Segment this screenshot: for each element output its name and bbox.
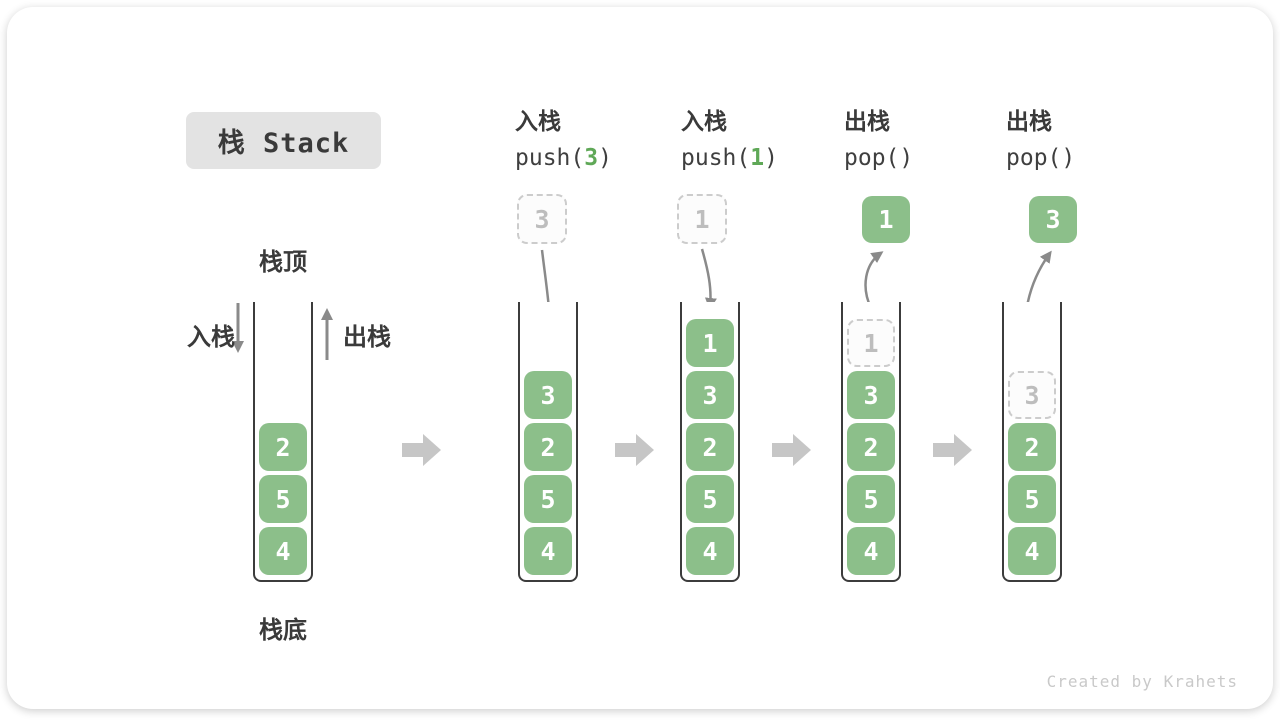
op-fn: push( (515, 145, 585, 171)
floating-element: 1 (862, 196, 910, 243)
stack-cell: 5 (524, 475, 572, 523)
floating-element: 3 (1029, 196, 1077, 243)
stack-cell: 5 (1008, 475, 1056, 523)
stack-cell: 4 (259, 527, 307, 575)
stack-top-label: 栈顶 (259, 248, 307, 276)
stack-cell: 2 (686, 423, 734, 471)
stack-cell: 3 (847, 371, 895, 419)
stack-cell: 5 (847, 475, 895, 523)
stack-cell: 5 (259, 475, 307, 523)
stack-bottom-label: 栈底 (259, 616, 307, 644)
stack-cell: 1 (847, 319, 895, 367)
stack-cell: 3 (1008, 371, 1056, 419)
stack-cell: 3 (524, 371, 572, 419)
op-name: 入栈 (681, 109, 727, 135)
op-label-push-1: 入栈 push(1) (681, 107, 821, 173)
op-code: pop() (1006, 143, 1146, 173)
title-badge: 栈 Stack (186, 112, 381, 169)
op-fn: push( (681, 145, 751, 171)
op-label-push-3: 入栈 push(3) (515, 107, 655, 173)
stack-cell: 4 (524, 527, 572, 575)
op-label-pop-second: 出栈 pop() (1006, 107, 1146, 173)
op-code: pop() (844, 143, 984, 173)
op-label-pop-first: 出栈 pop() (844, 107, 984, 173)
op-suffix: ) (764, 145, 778, 171)
op-name: 入栈 (515, 109, 561, 135)
op-fn: pop( (844, 145, 900, 171)
floating-element: 1 (677, 194, 727, 244)
op-code: push(3) (515, 143, 655, 173)
stack-cell: 2 (847, 423, 895, 471)
push-side-label: 入栈 (187, 323, 235, 351)
op-name: 出栈 (844, 109, 890, 135)
stack-cell: 2 (1008, 423, 1056, 471)
op-suffix: ) (598, 145, 612, 171)
op-suffix: ) (1061, 145, 1076, 171)
op-arg: 3 (584, 145, 599, 171)
stack-cell: 4 (1008, 527, 1056, 575)
stack-cell: 2 (524, 423, 572, 471)
op-suffix: ) (899, 145, 914, 171)
stack-cell: 4 (686, 527, 734, 575)
pop-side-label: 出栈 (343, 323, 391, 351)
stack-cell: 5 (686, 475, 734, 523)
watermark: Created by Krahets (1046, 672, 1238, 691)
op-code: push(1) (681, 143, 821, 173)
stack-cell: 1 (686, 319, 734, 367)
stack-cell: 2 (259, 423, 307, 471)
op-arg: 1 (750, 145, 765, 171)
stack-cell: 3 (686, 371, 734, 419)
op-fn: pop( (1006, 145, 1062, 171)
floating-element: 3 (517, 194, 567, 244)
op-name: 出栈 (1006, 109, 1052, 135)
stack-cell: 4 (847, 527, 895, 575)
